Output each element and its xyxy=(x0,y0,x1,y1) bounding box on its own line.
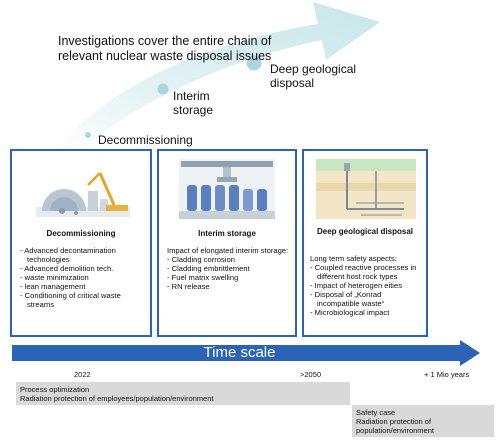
interim-storage-illustration xyxy=(179,159,275,219)
decommissioning-list: - Advanced decontamination technologies … xyxy=(20,246,146,309)
deep-geological-disposal-box: Deep geological disposal Long term safet… xyxy=(302,149,428,337)
list-item: - lean management xyxy=(20,282,86,291)
stage-label-decommissioning: Decommissioning xyxy=(98,133,193,147)
interim-storage-box: Interim storage Impact of elongated inte… xyxy=(157,149,297,337)
stage-dot-deep xyxy=(246,55,262,71)
decommissioning-box: Decommissioning - Advanced decontaminati… xyxy=(10,149,152,337)
stage-dot-decommissioning xyxy=(85,132,91,138)
list-item: - Fuel matrix swelling xyxy=(167,273,239,282)
time-scale-label: Time scale xyxy=(203,344,276,361)
scope-bar-long-term: Safety case Radiation protection of popu… xyxy=(352,405,494,437)
geological-repository-illustration xyxy=(316,159,416,219)
bar-line: Radiation protection of employees/popula… xyxy=(20,394,214,403)
interim-storage-list: - Cladding corrosion - Cladding embrittl… xyxy=(167,255,291,291)
interim-storage-heading: Impact of elongated interim storage: xyxy=(167,246,289,255)
stage-label-deep: Deep geological disposal xyxy=(270,62,357,90)
list-item: - Coupled reactive processes in differen… xyxy=(310,263,417,281)
interim-storage-title: Interim storage xyxy=(198,229,256,238)
deep-geological-disposal-title: Deep geological disposal xyxy=(316,227,414,236)
deep-geological-disposal-list: - Coupled reactive processes in differen… xyxy=(310,263,422,317)
list-item: - Microbiological impact xyxy=(310,308,390,317)
stage-dot-interim xyxy=(157,83,169,95)
list-item: - RN release xyxy=(167,282,210,291)
intro-text: Investigations cover the entire chain of… xyxy=(58,34,272,63)
tick-2022: 2022 xyxy=(74,370,91,379)
stage-label-interim: Interim storage xyxy=(173,89,214,117)
decommissioning-title: Decommissioning xyxy=(46,229,116,238)
list-item: - Conditioning of critical waste streams xyxy=(20,291,121,309)
bar-line: Radiation protection of population/envir… xyxy=(356,417,434,435)
list-item: - waste minimization xyxy=(20,273,89,282)
list-item: - Disposal of „Konrad incompatible waste… xyxy=(310,290,385,308)
list-item: - Impact of heterogen eities xyxy=(310,281,403,290)
time-scale-arrow xyxy=(12,340,480,366)
scope-bar-present: Process optimization Radiation protectio… xyxy=(16,382,350,405)
bar-line: Process optimization xyxy=(20,385,90,394)
tick-2050: >2050 xyxy=(300,370,322,379)
list-item: - Advanced demolition tech. xyxy=(20,264,114,273)
list-item: - Advanced decontamination technologies xyxy=(20,246,116,264)
list-item: - Cladding corrosion xyxy=(167,255,235,264)
tick-1-mio-years: + 1 Mio years xyxy=(424,370,470,379)
list-item: - Cladding embrittlement xyxy=(167,264,250,273)
bar-line: Safety case xyxy=(356,408,396,417)
demolition-illustration xyxy=(36,172,130,217)
deep-geological-disposal-heading: Long term safety aspects: xyxy=(310,254,397,263)
